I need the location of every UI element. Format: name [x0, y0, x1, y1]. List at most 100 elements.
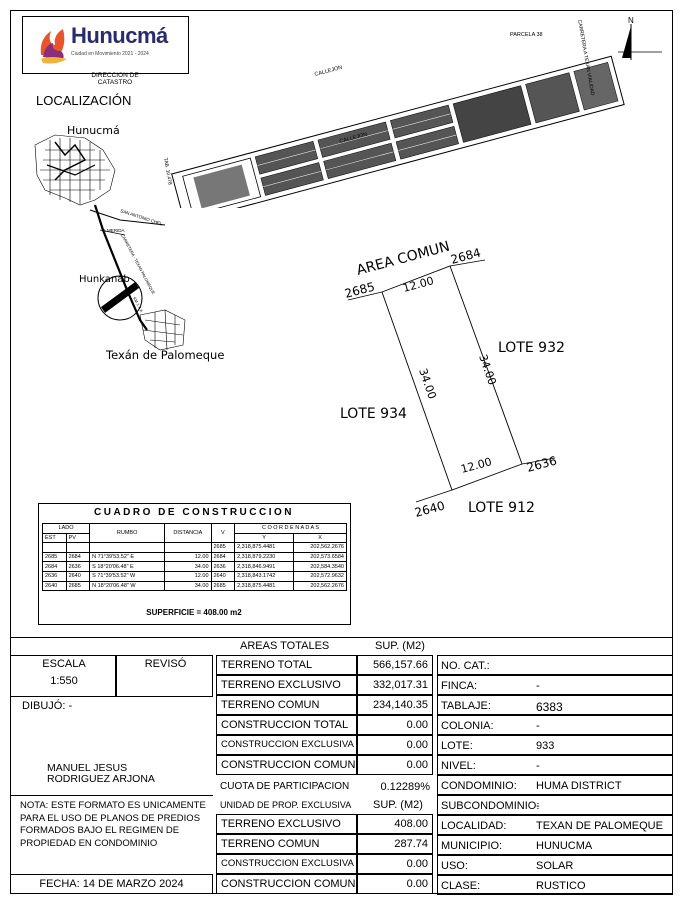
unit-row-value: 408.00 — [357, 814, 433, 834]
h-coord: C O O R D E N A D A S — [234, 523, 347, 534]
lote-932-label: LOTE 932 — [498, 340, 565, 356]
town-hunucma: Hunucmá — [67, 124, 120, 137]
cell: 12.00 — [164, 551, 212, 563]
cell: 2684 — [210, 551, 236, 563]
cell: 2684 — [42, 561, 67, 572]
cadastral-value: RUSTICO — [536, 880, 586, 892]
cadastral-row: TABLAJE:6383 — [437, 695, 673, 715]
construction-table-title: CUADRO DE CONSTRUCCION — [94, 507, 294, 518]
area-row-label: TERRENO EXCLUSIVO — [216, 675, 357, 695]
author-name: MANUEL JESUS RODRIGUEZ ARJONA — [47, 763, 155, 785]
cell: 2,318,843.1742 — [234, 570, 295, 582]
cadastral-value: - — [536, 720, 540, 732]
road-label-1: SAN ANTONIO CHEL — [120, 208, 164, 226]
vertex-2685: 2685 — [343, 279, 376, 300]
cadastral-row: MUNICIPIO:HUNUCMA — [437, 835, 673, 855]
areas-header-unit: SUP. (M2) — [375, 640, 425, 652]
area-row-label: TERRENO TOTAL — [216, 655, 357, 675]
cadastral-row: SUBCONDOMINIO:- — [437, 795, 673, 815]
cadastral-label: FINCA: — [441, 680, 478, 692]
cell: 34.00 — [164, 561, 212, 572]
h-lado: LADO — [41, 523, 91, 534]
unit-row-label: TERRENO EXCLUSIVO — [216, 814, 357, 834]
superficie-label: SUPERFICIE = 408.00 m2 — [146, 608, 242, 617]
unit-row-value: 287.74 — [357, 834, 433, 854]
cadastral-value: 6383 — [536, 700, 563, 714]
cadastral-row: USO:SOLAR — [437, 855, 673, 875]
cadastral-row: CONDOMINIO: HUMA DISTRICT — [437, 775, 673, 795]
area-row-value: 0.00 — [357, 715, 433, 735]
lot-plan: AREA COMUN 2685 2684 2636 2640 12.00 12.… — [340, 239, 565, 520]
area-row-label: CONSTRUCCION TOTAL — [216, 715, 357, 735]
area-row-value: 234,140.35 — [357, 695, 433, 715]
cell: 202,584.3540 — [293, 561, 347, 572]
areas-header: AREAS TOTALES — [240, 640, 330, 652]
cell: 2640 — [210, 570, 236, 582]
area-row-value: 0.00 — [357, 755, 433, 775]
cadastral-value: SOLAR — [536, 860, 574, 872]
dist-bottom: 12.00 — [459, 455, 493, 476]
dist-top: 12.00 — [401, 274, 435, 295]
cell: 202,562.2676 — [293, 542, 347, 553]
area-row-value: 566,157.66 — [357, 655, 433, 675]
cadastral-row: LOTE:933 — [437, 735, 673, 755]
h-x: X — [293, 532, 347, 544]
north-label: N — [628, 16, 634, 25]
cadastral-label: NO. CAT.: — [441, 660, 490, 672]
reviso-label: REVISÓ — [144, 658, 187, 670]
cadastral-value: 933 — [536, 740, 555, 752]
cadastral-label: COLONIA: — [441, 720, 494, 732]
cell: 2640 — [42, 580, 67, 592]
cadastral-value: HUNUCMA — [536, 840, 593, 852]
divider — [10, 637, 673, 638]
reviso-box: REVISÓ — [116, 655, 213, 697]
cadastral-label: CONDOMINIO: — [441, 780, 517, 792]
cell: 202,562.2676 — [293, 580, 347, 592]
cell: 2636 — [210, 561, 236, 572]
town-texan: Texán de Palomeque — [105, 348, 224, 362]
h-rumbo: RUMBO — [89, 522, 166, 544]
cadastral-row: NO. CAT.: — [437, 655, 673, 675]
department-line-1: DIRECCION DE — [91, 72, 139, 79]
cadastral-row: CLASE:RUSTICO — [437, 875, 673, 895]
unit-row-label: CONSTRUCCION EXCLUSIVA — [216, 854, 357, 874]
cell: 2685 — [65, 580, 91, 592]
dist-right: 34.00 — [476, 353, 499, 387]
cell: 2640 — [65, 570, 91, 582]
logo-box: Hunucmá Ciudad en Movimiento 2021 - 2024 — [22, 16, 189, 74]
cadastral-value: HUMA DISTRICT — [536, 780, 622, 792]
h-v: V — [210, 522, 236, 544]
dibujo-label: DIBUJÓ: - — [22, 700, 73, 712]
escala-value: 1:550 — [50, 675, 78, 687]
cell — [164, 542, 212, 553]
department-label: DIRECCION DE CATASTRO — [70, 72, 160, 86]
cell — [42, 542, 67, 553]
lote-912-label: LOTE 912 — [468, 500, 535, 516]
parcela-label: PARCELA 38 — [510, 32, 543, 38]
cell: 34.00 — [164, 580, 212, 592]
nota-text: NOTA: ESTE FORMATO ES UNICAMENTE PARA EL… — [20, 800, 206, 849]
cadastral-row: COLONIA: - — [437, 715, 673, 735]
h-est: EST — [42, 532, 67, 544]
area-row-value: 0.00 — [357, 735, 433, 755]
area-row-label: CONSTRUCCION COMUN — [216, 755, 357, 775]
cadastral-label: SUBCONDOMINIO: — [441, 800, 540, 812]
brand-name: Hunucmá — [71, 23, 168, 48]
cell: S 18°20'06.48" E — [89, 561, 166, 572]
site-plan: PARCELA 38 CARRETERA A TEXAN VIALIDAD CA… — [162, 19, 625, 208]
cell: N 18°20'06.48" W — [89, 580, 166, 592]
cadastral-value: TEXAN DE PALOMEQUE — [536, 820, 663, 832]
author-line-1: MANUEL JESUS — [47, 762, 128, 774]
cell: 2684 — [65, 551, 91, 563]
cell: 2685 — [210, 542, 236, 553]
department-line-2: CATASTRO — [97, 79, 133, 86]
cuota-label: CUOTA DE PARTICIPACION — [220, 781, 350, 792]
cell: 2,318,846.9491 — [234, 561, 295, 572]
dist-left: 34.00 — [416, 367, 439, 401]
construction-grid: LADO RUMBO DISTANCIA V C O O R D E N A D… — [41, 522, 347, 592]
cell: 12.00 — [164, 570, 212, 582]
unit-row-value: 0.00 — [357, 874, 433, 894]
